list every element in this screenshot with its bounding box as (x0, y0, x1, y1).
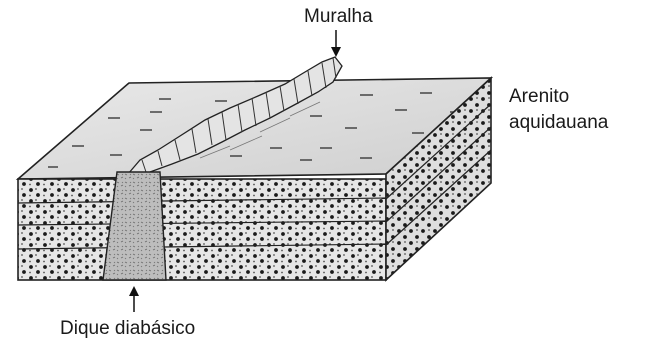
label-muralha: Muralha (304, 6, 373, 28)
label-dique: Dique diabásico (60, 318, 195, 340)
label-arenito-line1: Arenito (509, 86, 569, 108)
arrow-muralha (331, 30, 341, 57)
block-front-face (18, 179, 386, 280)
arrow-dique (129, 286, 139, 312)
label-arenito-line2: aquidauana (509, 112, 608, 134)
